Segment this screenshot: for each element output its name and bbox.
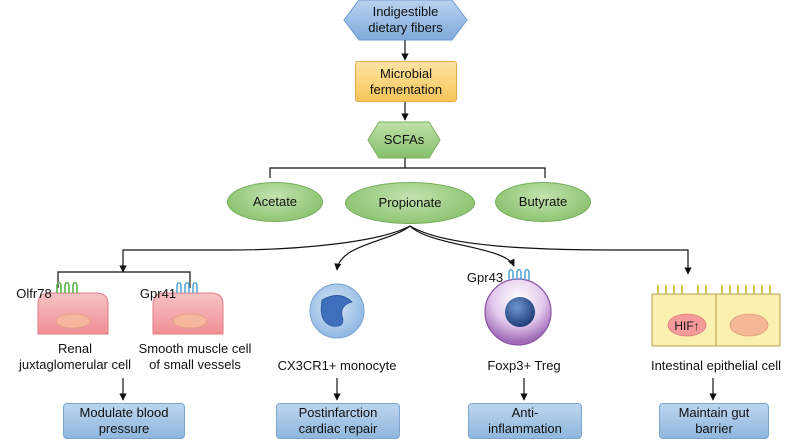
renal-cell-label: Renal juxtaglomerular cell — [19, 341, 131, 372]
butyrate-oval: Butyrate — [495, 182, 591, 222]
gpr41-label: Gpr41 — [139, 286, 177, 301]
gut-barrier-outcome: Maintain gut barrier — [659, 403, 769, 439]
acetate-oval: Acetate — [227, 182, 323, 222]
monocyte-label: CX3CR1+ monocyte — [277, 358, 397, 373]
cardiac-repair-outcome: Postinfarction cardiac repair — [276, 403, 400, 439]
treg-label: Foxp3+ Treg — [487, 358, 561, 373]
scfas-hexagon — [367, 121, 441, 159]
epithelial-label: Intestinal epithelial cell — [650, 358, 782, 373]
fermentation-box: Microbial fermentation — [355, 61, 457, 102]
propionate-oval: Propionate — [345, 182, 475, 224]
gpr41-receptor-icon — [176, 281, 198, 293]
epithelial-cells — [651, 285, 781, 347]
left-branch-bracket — [57, 271, 191, 288]
olfr78-label: Olfr78 — [16, 286, 52, 301]
olfr78-receptor-icon — [56, 281, 78, 293]
blood-pressure-outcome: Modulate blood pressure — [63, 403, 185, 439]
acids-bracket — [269, 158, 546, 178]
anti-inflammation-outcome: Anti- inflammation — [468, 403, 582, 439]
branch-lines — [119, 225, 692, 275]
gpr43-label: Gpr43 — [466, 270, 504, 285]
smooth-muscle-label: Smooth muscle cell of small vessels — [138, 341, 252, 372]
fibers-label: Indigestible dietary fibers — [368, 4, 443, 35]
gpr43-receptor-icon — [508, 268, 530, 280]
treg-cell — [484, 278, 552, 346]
fibers-hexagon — [343, 0, 468, 41]
smooth-muscle-cell — [152, 292, 224, 335]
outcome-arrows — [119, 378, 717, 401]
hif-label: HIF↑ — [674, 319, 700, 333]
monocyte-cell — [309, 283, 365, 339]
scfas-label: SCFAs — [383, 132, 425, 147]
renal-cell — [37, 292, 109, 335]
